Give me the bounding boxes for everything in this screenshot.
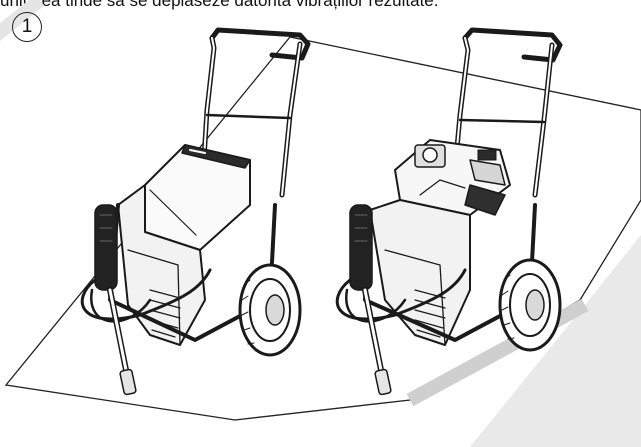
- slope-shading: [470, 235, 641, 447]
- electric-sprayer: [80, 27, 311, 396]
- figure-number-badge: 1: [12, 12, 42, 42]
- gas-sprayer: [335, 27, 563, 396]
- caption-text: unitatea tinde să se deplaseze datorită …: [0, 0, 439, 10]
